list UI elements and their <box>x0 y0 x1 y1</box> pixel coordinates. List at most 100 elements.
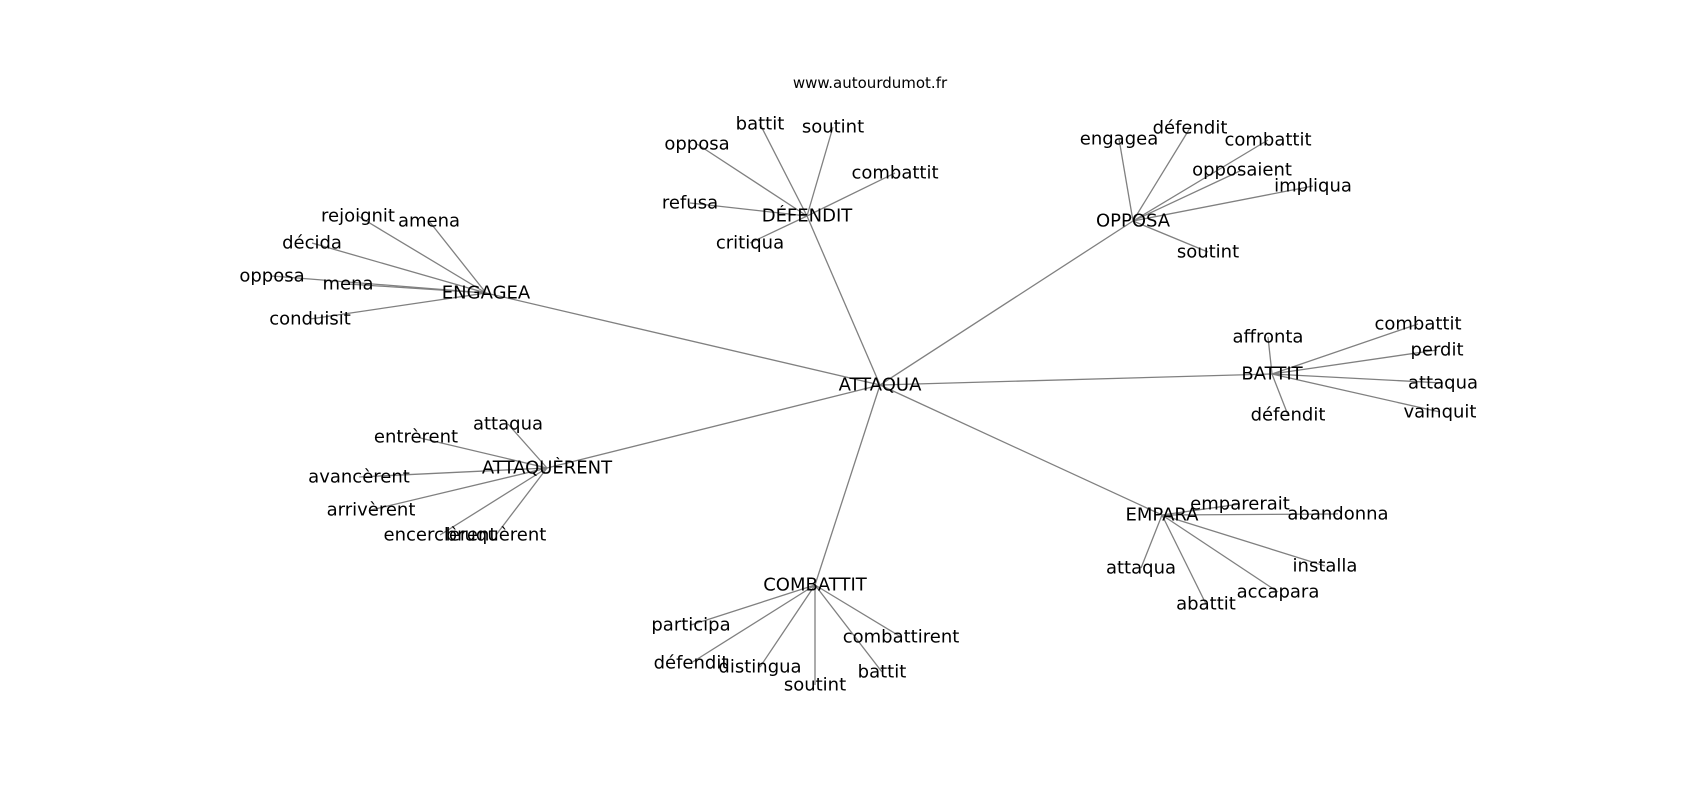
edge-hub-leaf <box>1140 514 1163 569</box>
leaf-node: perdit <box>1410 340 1463 361</box>
leaf-node: soutint <box>784 675 846 696</box>
edge-center-hub <box>814 384 881 586</box>
edge-hub-leaf <box>415 436 548 469</box>
edge-hub-leaf <box>439 467 548 536</box>
edge-hub-leaf <box>1132 169 1243 222</box>
leaf-node: encerclèrent <box>384 525 497 546</box>
edge-hub-leaf <box>358 467 548 478</box>
leaf-node: amena <box>398 211 460 232</box>
edge-hub-leaf <box>1161 513 1339 516</box>
hub-node: BATTIT <box>1241 364 1303 385</box>
edge-center-hub <box>485 292 881 386</box>
edge-center-hub <box>806 215 881 386</box>
edge-hub-leaf <box>759 123 808 217</box>
edge-hub-leaf <box>806 126 834 217</box>
hub-node: OPPOSA <box>1096 211 1171 232</box>
edge-hub-leaf <box>806 172 896 217</box>
leaf-node: critiqua <box>716 233 784 254</box>
edge-hub-leaf <box>814 584 883 673</box>
edge-hub-leaf <box>1161 514 1279 593</box>
leaf-node: opposa <box>239 266 304 287</box>
edge-hub-leaf <box>1132 127 1191 222</box>
leaf-node: avancèrent <box>308 467 410 488</box>
edge-hub-leaf <box>311 242 487 294</box>
edge-hub-leaf <box>1271 349 1438 375</box>
leaf-node: attaqua <box>1408 373 1478 394</box>
leaf-node: participa <box>651 615 730 636</box>
leaf-node: refusa <box>662 193 718 214</box>
leaf-node: combattit <box>851 163 938 184</box>
leaf-node: combattit <box>1224 130 1311 151</box>
edge-hub-leaf <box>1161 503 1241 516</box>
leaf-node: emparerait <box>1190 494 1290 515</box>
edge-hub-leaf <box>759 584 816 668</box>
edge-hub-leaf <box>696 143 808 217</box>
labels: ATTAQUA DÉFENDIT battit soutint opposa combat… <box>239 114 1478 696</box>
edge-hub-leaf <box>1132 220 1209 253</box>
leaf-node: conduisit <box>269 309 351 330</box>
leaf-node: distingua <box>718 657 801 678</box>
hub-node: ATTAQUÈRENT <box>482 457 613 479</box>
leaf-node: attaqua <box>1106 558 1176 579</box>
leaf-node: soutint <box>1177 242 1239 263</box>
hub-node: COMBATTIT <box>763 575 868 596</box>
leaf-node: engagea <box>1080 129 1158 150</box>
hub-node: ENGAGEA <box>442 283 531 304</box>
leaf-node: défendit <box>1153 118 1228 139</box>
leaf-node: bruquèrent <box>446 525 547 546</box>
edge-hub-leaf <box>1132 185 1314 222</box>
leaf-node: entrèrent <box>374 427 458 448</box>
leaf-node: battit <box>736 114 785 135</box>
leaf-node: battit <box>858 662 907 683</box>
leaf-node: défendit <box>654 653 729 674</box>
leaf-node: vainquit <box>1404 402 1477 423</box>
leaf-node: décida <box>282 233 342 254</box>
edge-hub-leaf <box>1271 323 1419 375</box>
edge-hub-leaf <box>814 584 902 638</box>
edge-center-hub <box>879 220 1134 386</box>
leaf-node: mena <box>322 274 373 295</box>
edge-hub-leaf <box>1271 373 1444 384</box>
edge-hub-leaf <box>495 467 548 536</box>
edge-hub-leaf <box>357 215 487 294</box>
leaf-node: opposaient <box>1192 160 1292 181</box>
center-node: ATTAQUA <box>839 375 923 396</box>
edge-center-hub <box>879 384 1163 516</box>
edge-hub-leaf <box>370 467 548 511</box>
leaf-node: combattit <box>1374 314 1461 335</box>
hub-node: DÉFENDIT <box>762 205 854 227</box>
edge-hub-leaf <box>507 423 548 469</box>
hub-node: EMPARA <box>1125 505 1199 526</box>
leaf-node: impliqua <box>1274 176 1352 197</box>
edge-hub-leaf <box>347 283 487 294</box>
edge-hub-leaf <box>1161 514 1207 605</box>
edge-hub-leaf <box>1118 138 1134 222</box>
leaf-node: accapara <box>1237 582 1320 603</box>
leaf-node: rejoignit <box>321 206 395 227</box>
leaf-node: abandonna <box>1287 504 1388 525</box>
edge-hub-leaf <box>1161 514 1326 567</box>
watermark-text: www.autourdumot.fr <box>793 74 948 92</box>
leaf-node: arrivèrent <box>327 500 416 521</box>
edge-hub-leaf <box>689 202 808 217</box>
edge-hub-leaf <box>1132 139 1269 222</box>
leaf-node: soutint <box>802 117 864 138</box>
edge-center-hub <box>879 373 1273 386</box>
edge-hub-leaf <box>690 584 816 664</box>
edge-hub-leaf <box>1267 336 1273 375</box>
edge-hub-leaf <box>309 292 487 320</box>
edge-hub-leaf <box>749 215 808 244</box>
edges <box>271 123 1444 685</box>
leaf-node: abattit <box>1176 594 1236 615</box>
edge-center-hub <box>546 384 881 469</box>
leaf-node: défendit <box>1251 405 1326 426</box>
leaf-node: installa <box>1293 556 1358 577</box>
leaf-node: attaqua <box>473 414 543 435</box>
edge-hub-leaf <box>1271 373 1441 413</box>
edge-hub-leaf <box>428 220 487 294</box>
leaf-node: opposa <box>664 134 729 155</box>
edge-hub-leaf <box>1271 373 1289 416</box>
edge-hub-leaf <box>690 584 816 626</box>
leaf-node: affronta <box>1233 327 1304 348</box>
